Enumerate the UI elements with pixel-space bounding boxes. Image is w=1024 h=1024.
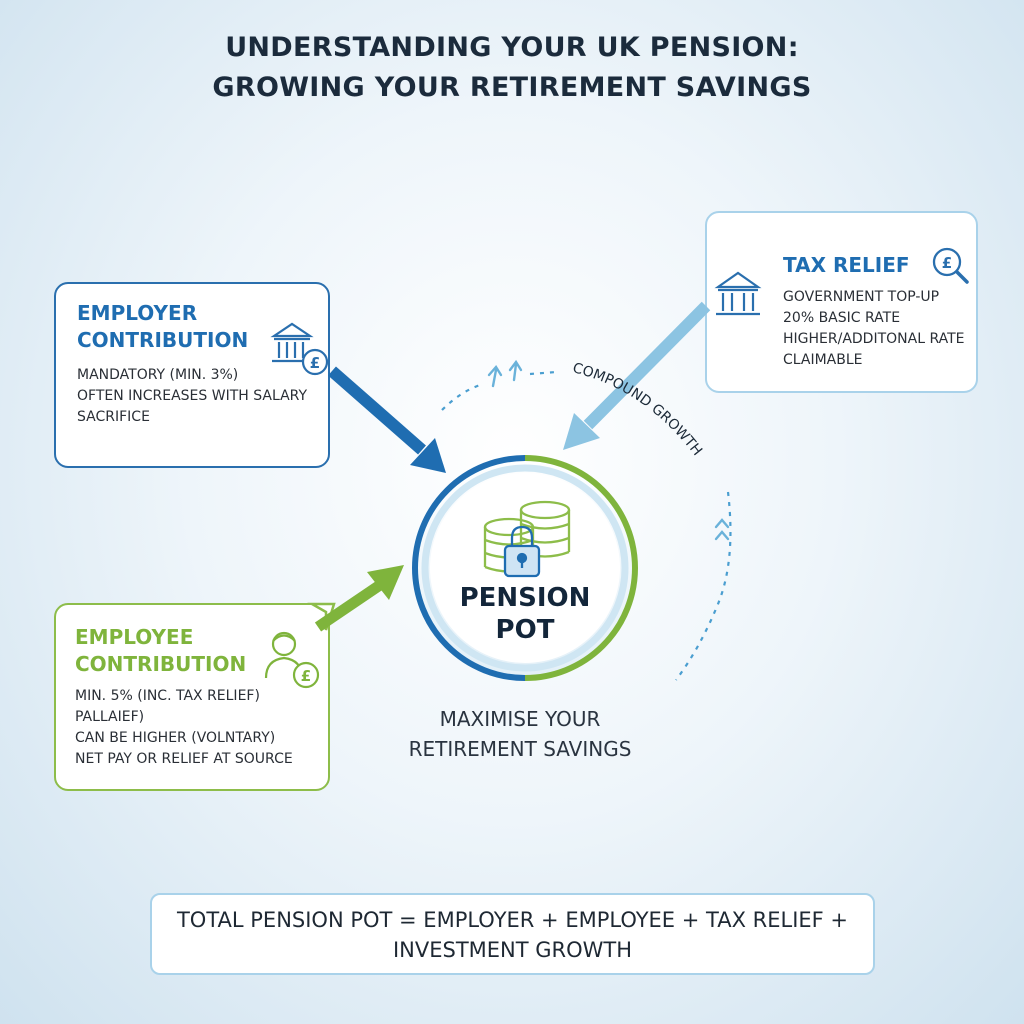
pension-pot-line-1: PENSION [459,583,591,613]
svg-text:£: £ [942,254,952,272]
employer-title-line-2: CONTRIBUTION [77,328,249,352]
formula-line-2: INVESTMENT GROWTH [392,938,633,962]
employer-line: SACRIFICE [77,409,150,425]
pension-pot-label: PENSION POT [430,582,620,646]
employer-contribution-card [54,282,330,468]
maximise-caption: MAXIMISE YOUR RETIREMENT SAVINGS [360,704,680,764]
employee-line: MIN. 5% (INC. TAX RELIEF) [75,688,260,704]
locked-coins-icon [483,500,571,578]
employee-details: MIN. 5% (INC. TAX RELIEF) PALLAIEF) CAN … [75,686,293,770]
employee-arrow [314,565,404,632]
maximise-line-2: RETIREMENT SAVINGS [408,737,632,761]
growth-arc-right [675,491,732,681]
bank-pound-icon: £ [270,322,329,376]
employer-details: MANDATORY (MIN. 3%) OFTEN INCREASES WITH… [77,365,307,428]
employee-card-tail [307,602,336,631]
tax-relief-details: GOVERNMENT TOP-UP 20% BASIC RATE HIGHER/… [783,287,965,371]
tax-relief-arrow [563,301,711,450]
svg-text:£: £ [310,354,320,372]
employee-title-line-1: EMPLOYEE [75,625,194,649]
employer-line: OFTEN INCREASES WITH SALARY [77,388,308,404]
maximise-line-1: MAXIMISE YOUR [439,707,601,731]
bank-icon [714,271,762,316]
page-title: UNDERSTANDING YOUR UK PENSION: GROWING Y… [0,28,1024,108]
tax-relief-title: TAX RELIEF [783,252,910,279]
employee-title: EMPLOYEE CONTRIBUTION [75,624,246,678]
employee-line: CAN BE HIGHER (VOLNTARY) [75,730,276,746]
formula-box: TOTAL PENSION POT = EMPLOYER + EMPLOYEE … [150,893,875,975]
employer-arrow [328,366,446,473]
pound-magnifier-icon: £ [932,247,969,284]
employer-line: MANDATORY (MIN. 3%) [77,367,239,383]
growth-up-arrows [487,359,523,388]
employee-title-line-2: CONTRIBUTION [75,652,247,676]
tax-relief-line: 20% BASIC RATE [783,310,901,326]
pension-pot-line-2: POT [495,615,555,645]
tax-relief-line: GOVERNMENT TOP-UP [783,289,940,305]
title-line-2: GROWING YOUR RETIREMENT SAVINGS [212,72,812,103]
employer-title: EMPLOYER CONTRIBUTION [77,300,248,354]
title-line-1: UNDERSTANDING YOUR UK PENSION: [225,32,799,63]
person-pound-icon: £ [264,631,320,689]
growth-arc-top [529,370,557,376]
employee-line: NET PAY OR RELIEF AT SOURCE [75,751,293,767]
tax-relief-card [705,211,978,393]
formula-line-1: TOTAL PENSION POT = EMPLOYER + EMPLOYEE … [176,908,849,932]
tax-relief-line: HIGHER/ADDITONAL RATE [783,331,965,347]
svg-text:£: £ [301,667,311,685]
tax-relief-title-text: TAX RELIEF [783,253,910,277]
tax-relief-line: CLAIMABLE [783,352,863,368]
employer-title-line-1: EMPLOYER [77,301,198,325]
employee-line: PALLAIEF) [75,709,145,725]
growth-chevrons [714,518,730,541]
growth-arc-left [441,383,481,411]
